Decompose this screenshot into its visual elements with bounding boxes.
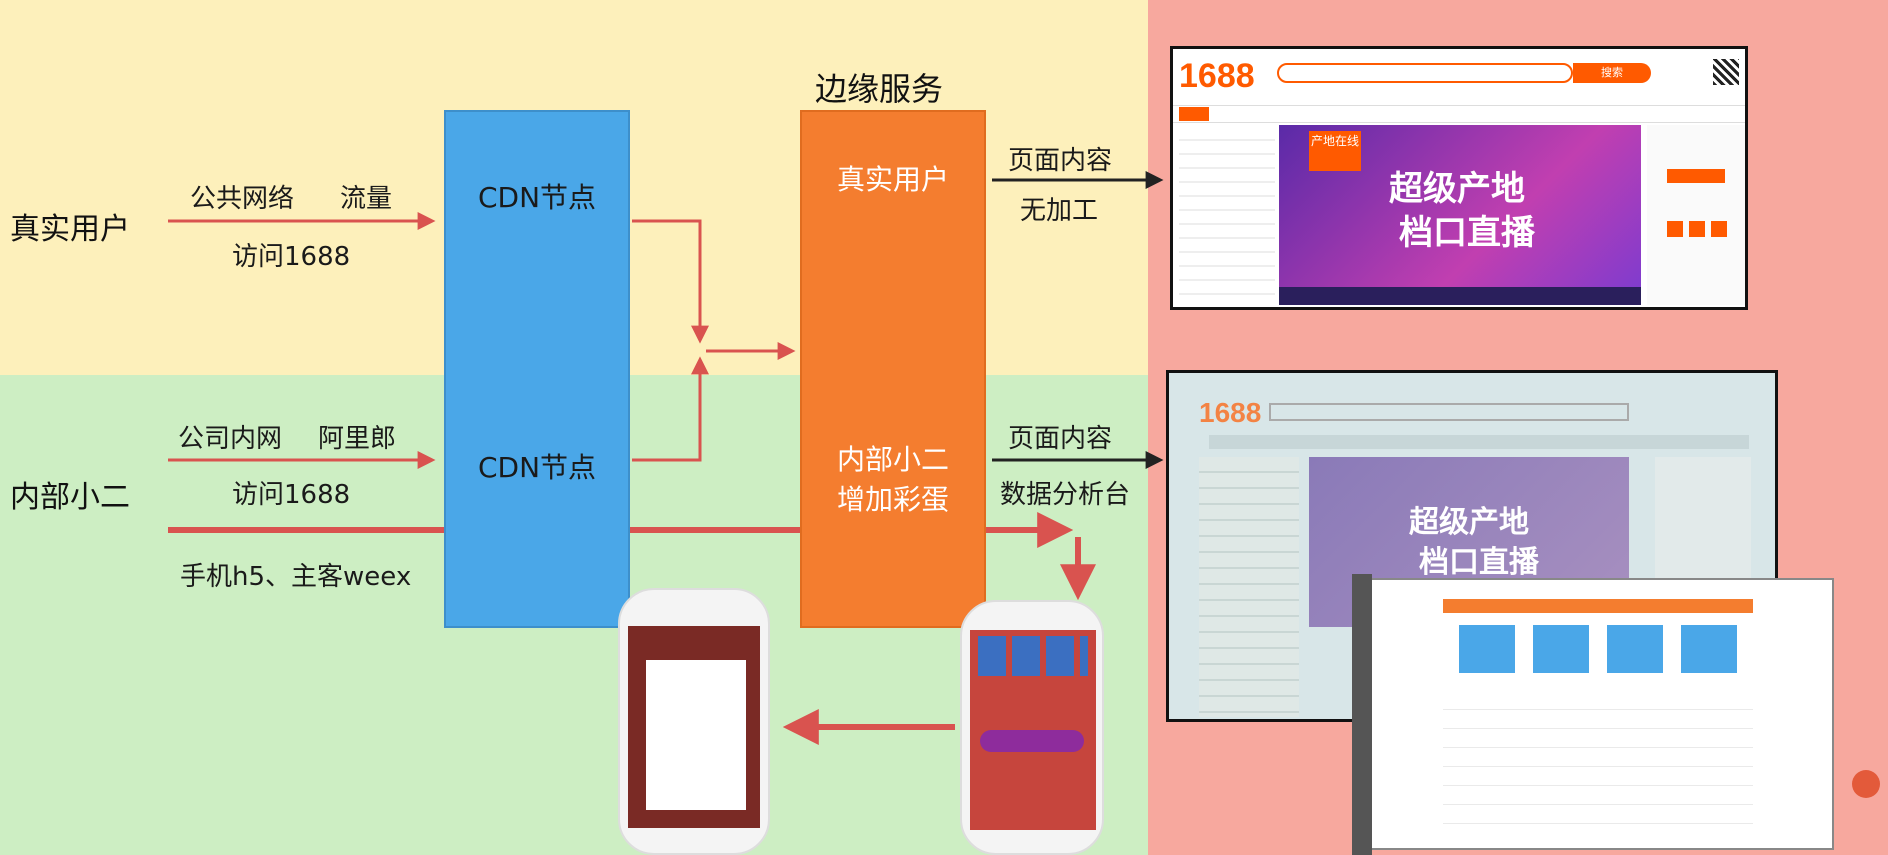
phone-left-chart <box>646 660 746 810</box>
panel-header <box>1443 599 1753 613</box>
search-input-annotated[interactable] <box>1269 403 1629 421</box>
visit-1688-internal-label: 访问1688 <box>232 480 351 510</box>
1688-logo: 1688 <box>1179 57 1255 95</box>
banner-title-line2: 档口直播 <box>1399 213 1535 253</box>
1688-logo-annotated: 1688 <box>1199 397 1262 428</box>
message-icon[interactable] <box>1689 221 1705 237</box>
phone-right <box>960 600 1104 855</box>
real-user-label: 真实用户 <box>10 212 130 247</box>
visit-1688-label: 访问1688 <box>232 242 351 272</box>
internal-staff-label: 内部小二 <box>10 480 130 515</box>
edge-internal-line2: 增加彩蛋 <box>836 483 949 516</box>
page-content-label-b: 页面内容 <box>1008 424 1113 454</box>
phone-right-banner[interactable] <box>980 730 1084 752</box>
public-network-label: 公共网络 <box>190 184 295 214</box>
phone-left <box>618 588 770 855</box>
edge-real-user: 真实用户 <box>836 163 949 196</box>
company-intranet-label: 公司内网 <box>178 424 283 454</box>
cdn-column <box>444 110 630 628</box>
cart-icon[interactable] <box>1711 221 1727 237</box>
phone-left-screen <box>628 626 760 828</box>
edge-service-box <box>800 110 986 628</box>
no-processing-label: 无加工 <box>1020 196 1099 226</box>
page-screenshot-plain: 1688 搜索 产地在线 超级产地 档口直播 <box>1170 46 1748 310</box>
panel-shadow <box>1352 574 1372 855</box>
alilang-label: 阿里郎 <box>318 424 397 454</box>
data-table <box>1443 691 1753 841</box>
banner-title-line1: 超级产地 <box>1389 169 1525 209</box>
cdn-node-top: CDN节点 <box>477 181 597 214</box>
origin-badge: 产地在线 <box>1309 131 1361 171</box>
search-button[interactable]: 搜索 <box>1573 63 1651 83</box>
metric-chips <box>1459 625 1749 673</box>
edge-service-title: 边缘服务 <box>815 70 944 108</box>
data-analysis-panel <box>1368 578 1834 850</box>
data-panel-label: 数据分析台 <box>1000 480 1131 510</box>
cdn-node-bottom: CDN节点 <box>477 451 597 484</box>
user-panel <box>1647 125 1745 305</box>
search-input[interactable] <box>1277 63 1573 83</box>
category-list <box>1179 127 1275 307</box>
phone-right-screen <box>970 630 1096 830</box>
edge-internal-line1: 内部小二 <box>836 443 949 476</box>
service-icon[interactable] <box>1667 221 1683 237</box>
page-content-label-a: 页面内容 <box>1008 146 1113 176</box>
banner-tabs <box>1279 287 1641 305</box>
nav-bar-annotated <box>1209 435 1749 449</box>
category-list-annotated <box>1199 457 1299 717</box>
nav-bar <box>1173 105 1745 123</box>
live-banner[interactable]: 产地在线 超级产地 档口直播 <box>1279 125 1641 305</box>
nav-home-tab[interactable] <box>1179 107 1209 121</box>
feedback-bubble[interactable] <box>1852 770 1880 798</box>
phone-right-chips <box>978 636 1088 676</box>
banner-title-annotated-2: 档口直播 <box>1419 545 1539 580</box>
mobile-channel-label: 手机h5、主客weex <box>180 562 412 592</box>
login-button[interactable] <box>1667 169 1725 183</box>
banner-title-annotated-1: 超级产地 <box>1409 505 1529 540</box>
qr-code-icon <box>1713 59 1739 85</box>
traffic-label: 流量 <box>340 184 393 214</box>
